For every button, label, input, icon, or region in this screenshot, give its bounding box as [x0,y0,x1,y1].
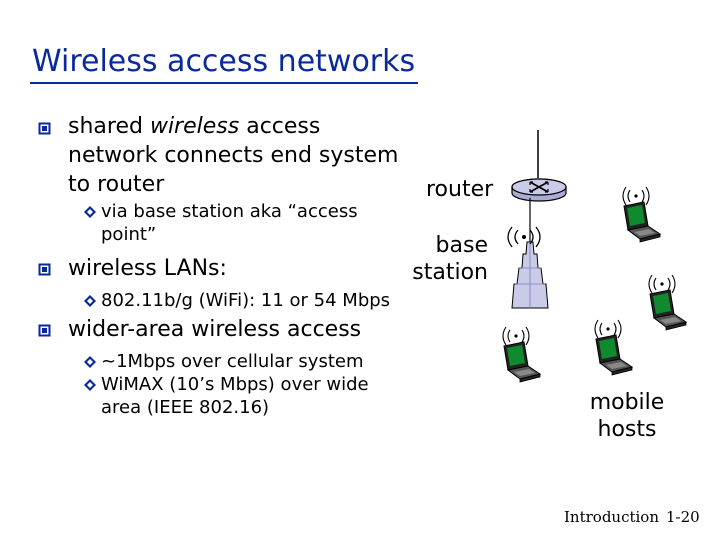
laptop-icon [622,186,662,243]
footer-page-number: 1-20 [666,508,700,526]
footer-section: Introduction [564,508,659,526]
bullet-line-2: network connects end system [68,143,399,168]
diamond-bullet-icon [84,356,96,368]
bullet-text: access [239,114,321,139]
wireless-signal-icon [507,226,541,248]
label-line: hosts [597,417,657,442]
laptop-icon [502,326,542,383]
slide-title: Wireless access networks [32,44,416,79]
bullet-line-3: to router [68,172,165,197]
label-line: base [435,233,488,258]
checkbox-bullet-icon [38,122,51,135]
bullet-wider-area: wider-area wireless access [68,317,362,342]
checkbox-bullet-icon [38,263,51,276]
sub-bullet-wifi: 802.11b/g (WiFi): 11 or 54 Mbps [101,290,391,311]
network-link-line [537,130,539,178]
sub-bullet-wimax: WiMAX (10’s Mbps) over wide area (IEEE 8… [101,373,369,419]
bullet-line-1: shared wireless access [68,112,398,141]
router-label: router [426,177,494,202]
bullet-wireless-lans: wireless LANs: [68,256,227,281]
label-line: station [412,260,488,285]
bullet-emphasis: wireless [149,114,240,139]
label-line: mobile [589,390,665,415]
bullet-text: shared [68,114,150,139]
laptop-icon [648,274,688,331]
sub-bullet-line: area (IEEE 802.16) [101,397,270,418]
router-icon [511,178,567,202]
laptop-icon [594,319,634,376]
mobile-hosts-label: mobile hosts [584,389,670,443]
router-base-link [529,198,531,248]
sub-bullet-line: WiMAX (10’s Mbps) over wide [101,374,369,395]
diamond-bullet-icon [84,206,96,218]
bullet-shared-wireless: shared wireless access network connects … [68,112,398,199]
checkbox-bullet-icon [38,324,51,337]
base-station-label: base station [410,232,488,286]
sub-bullet-line: point” [101,224,157,245]
base-station-tower-icon [511,241,549,309]
sub-bullet-line: via base station aka “access [101,201,358,222]
diamond-bullet-icon [84,295,96,307]
sub-bullet-cellular: ~1Mbps over cellular system [101,351,364,372]
title-underline [30,82,418,84]
diamond-bullet-icon [84,379,96,391]
sub-bullet-base-station: via base station aka “access point” [101,200,358,246]
